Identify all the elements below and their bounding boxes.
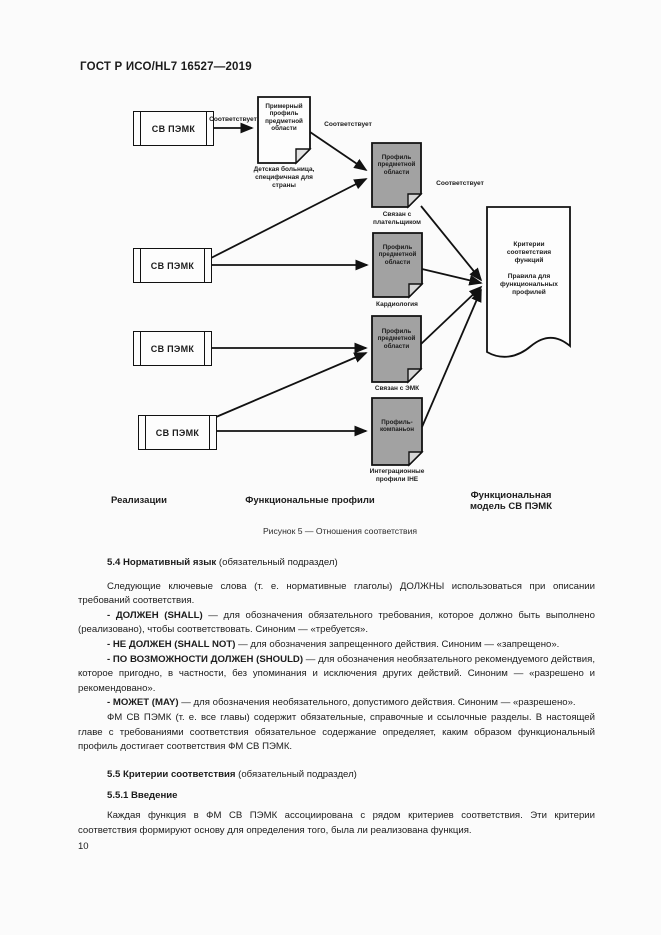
arrow-example-profile-to-profile1 — [309, 131, 368, 172]
example-profile-doc-fold — [295, 148, 312, 165]
section-5-5-heading: 5.5 Критерии соответствия (обязательный … — [107, 768, 357, 780]
realization-box-1: СВ ПЭМК — [133, 111, 214, 146]
functional-model-text: Критерии соответствия функций Правила дл… — [500, 241, 558, 296]
domain-profile-4-title: Профиль- компаньон — [379, 419, 415, 434]
arrow-label-conforms-3: Соответствует — [436, 180, 484, 187]
realization-box-3: СВ ПЭМК — [133, 331, 212, 366]
domain-profile-1-caption: Связан с плательщиком — [373, 211, 421, 226]
realization-box-2: СВ ПЭМК — [133, 248, 212, 283]
document-header: ГОСТ Р ИСО/HL7 16527—2019 — [80, 61, 252, 73]
conformance-arrows — [210, 122, 483, 437]
page-number: 10 — [78, 841, 89, 852]
functional-model-doc-shape — [486, 206, 571, 358]
domain-profile-1-title: Профиль предметной области — [377, 154, 416, 176]
realization-box-4: СВ ПЭМК — [138, 415, 217, 450]
section-5-4-heading: 5.4 Нормативный язык (обязательный подра… — [107, 557, 338, 568]
arrow-profile2-to-model — [421, 268, 483, 286]
realization-box-1-label: СВ ПЭМК — [151, 123, 196, 134]
term-shall-not: - НЕ ДОЛЖЕН (SHALL NOT) — для обозначени… — [107, 638, 560, 650]
paragraph-normative-intro: Следующие ключевые слова (т. е. норматив… — [78, 580, 595, 607]
column-label-functional-model: Функциональная модель СВ ПЭМК — [469, 490, 553, 512]
realization-box-2-label: СВ ПЭМК — [150, 260, 195, 271]
example-profile-title: Примерный профиль предметной области — [265, 103, 303, 133]
domain-profile-doc-1-fold — [407, 193, 423, 209]
figure-caption: Рисунок 5 — Отношения соответствия — [262, 526, 418, 536]
domain-profile-doc-2-fold — [408, 283, 424, 299]
arrow-system4-to-profile3 — [215, 352, 368, 418]
domain-profile-doc-3-fold — [407, 368, 423, 384]
example-profile-caption: Детская больница, специфичная для страны — [253, 166, 315, 189]
column-label-functional-profiles: Функциональные профили — [245, 495, 375, 506]
realization-box-4-label: СВ ПЭМК — [155, 427, 200, 438]
section-5-5-1-heading: 5.5.1 Введение — [107, 790, 178, 802]
arrow-profile4-to-model — [421, 288, 482, 428]
body-text: 5.4 Нормативный язык (обязательный подра… — [78, 556, 595, 838]
term-may: - МОЖЕТ (MAY) — для обозначения необязат… — [107, 697, 576, 709]
term-should: - ПО ВОЗМОЖНОСТИ ДОЛЖЕН (SHOULD) — для о… — [78, 653, 595, 694]
arrow-system2-to-profile1 — [210, 178, 368, 259]
term-shall: - ДОЛЖЕН (SHALL) — для обозначения обяза… — [78, 609, 595, 636]
paragraph-fm-chapters: ФМ СВ ПЭМК (т. е. все главы) содержит об… — [78, 711, 595, 753]
arrow-label-conforms-2: Соответствует — [324, 121, 372, 128]
domain-profile-2-caption: Кардиология — [376, 301, 418, 308]
domain-profile-4-caption: Интеграционные профили IHE — [369, 468, 425, 483]
realization-box-3-label: СВ ПЭМК — [150, 343, 195, 354]
arrow-label-conforms-1: Соответствует — [209, 116, 257, 123]
arrow-profile3-to-model — [420, 285, 483, 345]
domain-profile-3-caption: Связан с ЭМК — [374, 385, 420, 392]
domain-profile-doc-4-fold — [408, 451, 424, 467]
column-label-realizations: Реализации — [111, 495, 167, 506]
arrow-profile1-to-model — [420, 205, 483, 282]
paragraph-criteria-intro: Каждая функция в ФМ СВ ПЭМК ассоциирован… — [78, 809, 595, 836]
domain-profile-3-title: Профиль предметной области — [377, 328, 416, 350]
domain-profile-2-title: Профиль предметной области — [378, 244, 417, 266]
